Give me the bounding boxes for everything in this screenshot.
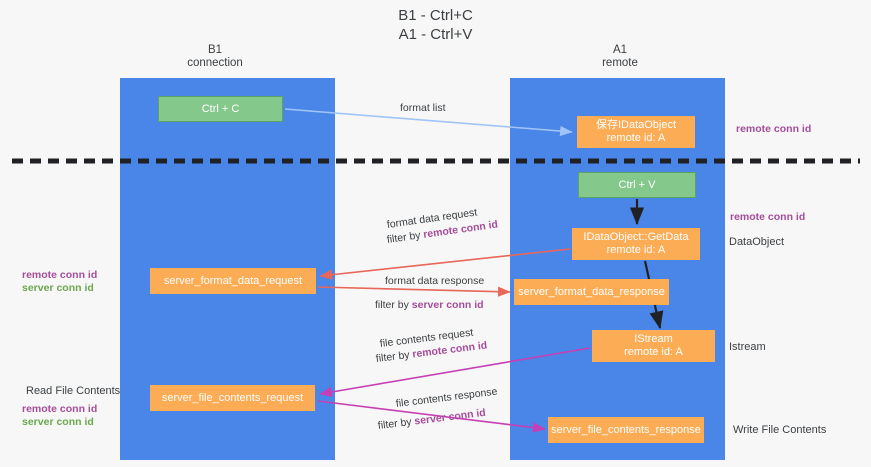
column-header-b1-role: connection [187, 57, 243, 69]
node-istream-line1: IStream [634, 333, 673, 345]
node-save-idataobject[interactable]: 保存IDataObject remote id: A [577, 116, 695, 148]
node-ctrl-v[interactable]: Ctrl + V [578, 172, 696, 198]
filter-prefix: filter by [375, 348, 414, 365]
annotation-left-remote-conn-id-2: remote conn id [22, 403, 98, 415]
column-header-a1-name: A1 [612, 44, 628, 56]
node-ctrl-c-label: Ctrl + C [201, 102, 240, 115]
annotation-left-remote-conn-id: remote conn id [22, 269, 98, 281]
node-server-format-data-request-label: server_format_data_request [163, 274, 303, 287]
title-line-2: A1 - Ctrl+V [398, 26, 473, 43]
node-istream-line2: remote id: A [624, 346, 683, 358]
annotation-write-file-contents: Write File Contents [733, 424, 827, 436]
node-server-format-data-response-label: server_format_data_response [518, 285, 665, 298]
column-header-a1: A1 remote [560, 44, 680, 70]
column-header-b1: B1 connection [155, 44, 275, 70]
annotation-read-file-contents: Read File Contents [26, 385, 121, 397]
column-header-b1-name: B1 [207, 44, 223, 56]
node-server-file-contents-response-label: server_file_contents_response [551, 423, 701, 436]
node-server-format-data-request[interactable]: server_format_data_request [150, 268, 316, 294]
node-save-idataobject-line2: remote id: A [606, 132, 666, 144]
filter-prefix: filter by [377, 415, 416, 432]
node-idataobject-getdata[interactable]: IDataObject::GetData remote id: A [572, 228, 700, 260]
annotation-left-server-conn-id-2: server conn id [22, 416, 94, 428]
edge-label-file-contents-response-filter: filter by server conn id [377, 407, 486, 433]
edge-label-format-data-response-filter: filter by server conn id [375, 299, 484, 312]
annotation-dataobject: DataObject [729, 236, 785, 248]
edge-label-format-data-response: format data response [385, 275, 484, 288]
node-server-file-contents-request-label: server_file_contents_request [161, 391, 304, 404]
node-save-idataobject-line1: 保存IDataObject [595, 119, 677, 131]
filter-prefix: filter by [375, 299, 412, 311]
edge-label-format-list: format list [400, 102, 446, 114]
node-server-format-data-response[interactable]: server_format_data_response [514, 279, 669, 305]
annotation-istream: Istream [729, 341, 766, 353]
filter-key-server-conn-id: server conn id [411, 299, 484, 311]
node-istream[interactable]: IStream remote id: A [592, 330, 715, 362]
filter-prefix: filter by [386, 228, 425, 246]
annotation-remote-conn-id-top: remote conn id [736, 123, 812, 135]
node-idataobject-getdata-line1: IDataObject::GetData [583, 231, 689, 243]
node-server-file-contents-request[interactable]: server_file_contents_request [150, 385, 315, 411]
node-server-file-contents-response[interactable]: server_file_contents_response [548, 417, 704, 443]
node-ctrl-c[interactable]: Ctrl + C [158, 96, 283, 122]
annotation-remote-conn-id-mid: remote conn id [730, 211, 806, 223]
page-title: B1 - Ctrl+C A1 - Ctrl+V [0, 6, 871, 44]
filter-key-server-conn-id: server conn id [413, 406, 487, 428]
column-header-a1-role: remote [602, 57, 638, 69]
title-line-1: B1 - Ctrl+C [398, 7, 473, 24]
node-ctrl-v-label: Ctrl + V [618, 178, 656, 191]
node-idataobject-getdata-line2: remote id: A [606, 244, 666, 256]
annotation-left-server-conn-id: server conn id [22, 282, 94, 294]
edge-label-format-data-response-text: format data response [385, 275, 485, 287]
